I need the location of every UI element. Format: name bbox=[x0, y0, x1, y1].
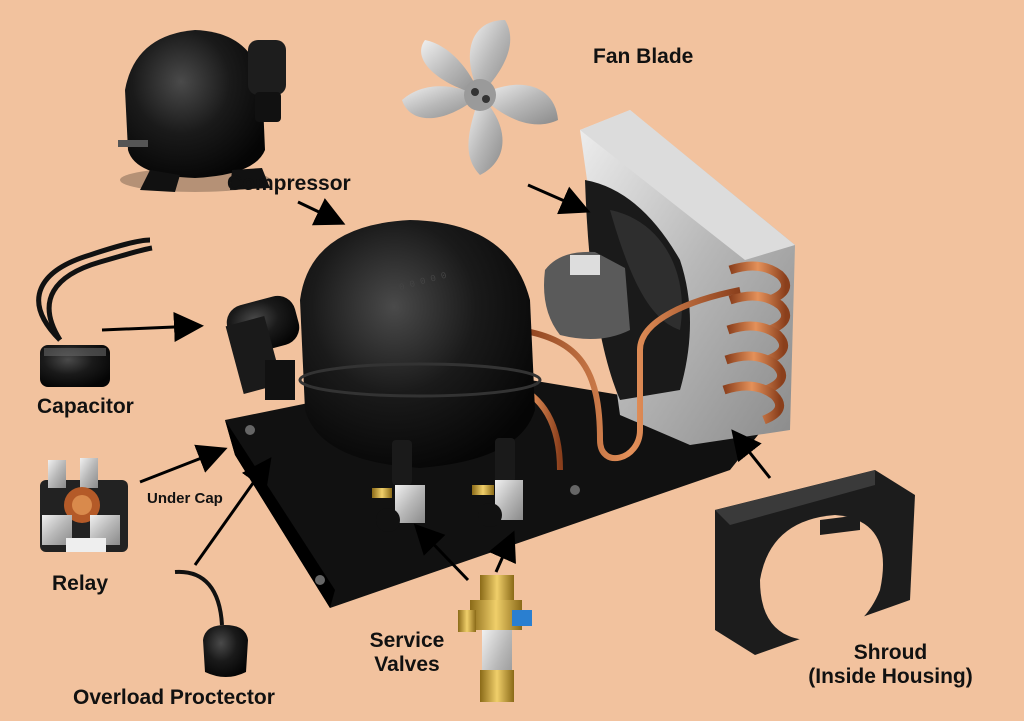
condenser-coils bbox=[722, 261, 791, 425]
fan-blade-image bbox=[402, 20, 558, 175]
capacitor-arrow bbox=[101, 312, 204, 342]
under-cap-label: Under Cap bbox=[147, 490, 223, 507]
main-compressor: 0 0 0 0 0 bbox=[298, 220, 542, 468]
service-valve-left-arrow bbox=[413, 523, 470, 582]
service-valves-label: Service Valves bbox=[367, 629, 447, 677]
shroud-line-2: (Inside Housing) bbox=[808, 665, 973, 689]
fan-motor bbox=[544, 251, 630, 339]
fan-blade-label: Fan Blade bbox=[593, 45, 694, 68]
shroud-line-1: Shroud bbox=[853, 641, 928, 664]
pointer-arrows bbox=[101, 183, 772, 582]
shroud-arrow bbox=[731, 429, 772, 479]
shroud-label: Shroud (Inside Housing) bbox=[808, 641, 973, 689]
service-valves-line-1: Service bbox=[369, 629, 445, 652]
capacitor-label: Capacitor bbox=[37, 395, 134, 418]
loose-service-valve-image bbox=[458, 575, 532, 702]
under-cap-arrow bbox=[139, 444, 228, 484]
service-valve-right-arrow bbox=[488, 530, 516, 573]
small-compressor-image bbox=[118, 30, 286, 192]
service-valves-line-2: Valves bbox=[374, 653, 440, 677]
compressor-label: Compressor bbox=[227, 172, 351, 195]
fan-blade-arrow bbox=[527, 183, 591, 215]
compressor-arrow bbox=[297, 198, 346, 226]
overload-protector-image bbox=[174, 569, 248, 677]
capacitor-image bbox=[36, 237, 153, 387]
condenser-housing bbox=[580, 110, 795, 445]
unit-capacitor bbox=[225, 295, 300, 400]
relay-image bbox=[40, 458, 128, 552]
shroud-image bbox=[715, 470, 915, 655]
overload-protector-arrow bbox=[193, 457, 272, 566]
overload-protector-label: Overload Proctector bbox=[73, 686, 275, 709]
unit-service-valves bbox=[372, 438, 523, 532]
relay-label: Relay bbox=[52, 572, 109, 595]
